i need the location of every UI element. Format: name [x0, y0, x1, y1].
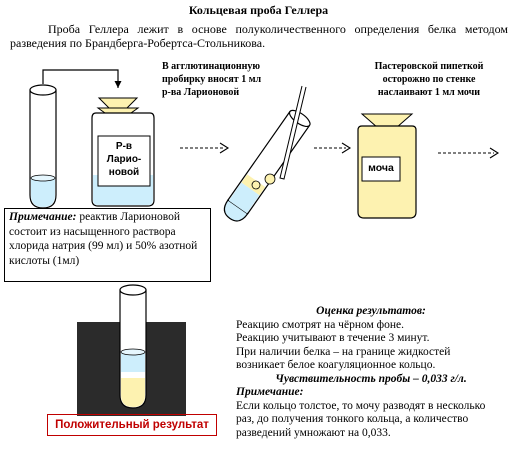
step-1-text: В агглютинационную пробирку вносят 1 мл … [162, 60, 292, 99]
droplet-1 [264, 173, 276, 185]
sensitivity-text: Чувствительность пробы – 0,033 г/л. [275, 372, 467, 385]
evaluation-note-text: Если кольцо толстое, то мочу разводят в … [236, 399, 486, 439]
page-title: Кольцевая проба Геллера [188, 3, 329, 17]
urine-bottle [357, 113, 417, 219]
step-2-line: осторожно по стенке [382, 74, 476, 85]
step-2-line: Пастеровской пипеткой [374, 61, 484, 72]
step-1-line: пробирку вносят 1 мл [162, 74, 262, 85]
result-panel [77, 284, 186, 416]
note-label: Примечание: [9, 211, 77, 223]
reagent-label-line: новой [108, 167, 140, 178]
transfer-tube [42, 69, 122, 88]
evaluation-section: Оценка результатов: Реакцию смотрят на ч… [236, 305, 506, 440]
urine-bottle-label: моча [368, 162, 394, 174]
intro-text: Проба Геллера лежит в основе полуколичес… [10, 22, 508, 50]
reagent-note-box: Примечание: реактив Ларионовой состоит и… [4, 208, 211, 282]
test-tube-1 [29, 84, 57, 209]
reagent-label-line: Ларио- [106, 154, 142, 165]
note-text: реактив Ларионовой состоит из насыщенног… [9, 211, 198, 267]
pipette [279, 85, 307, 180]
step-1-line: В агглютинационную [162, 61, 260, 72]
evaluation-line: Реакцию смотрят на чёрном фоне. [236, 318, 404, 331]
flow-arrows [180, 142, 500, 159]
reagent-bottle [91, 97, 155, 207]
evaluation-heading: Оценка результатов: [316, 305, 426, 317]
positive-result-label: Положительный результат [47, 414, 217, 436]
reagent-bottle-label: Р-в Ларио- новой [98, 140, 150, 179]
evaluation-line: возникает белое коагуляционное кольцо. [236, 359, 436, 371]
droplet-2 [251, 180, 261, 190]
step-2-line: наслаивают 1 мл мочи [377, 87, 481, 98]
step-2-text: Пастеровской пипеткой осторожно по стенк… [354, 60, 504, 99]
step-1-line: р-ва Ларионовой [162, 87, 240, 98]
evaluation-line: При наличии белка – на границе жидкостей [236, 345, 451, 358]
evaluation-line: Реакцию учитывают в течение 3 минут. [236, 332, 430, 344]
reagent-label-line: Р-в [115, 141, 133, 152]
evaluation-note-label: Примечание: [236, 386, 304, 398]
tilted-tube [223, 109, 311, 222]
